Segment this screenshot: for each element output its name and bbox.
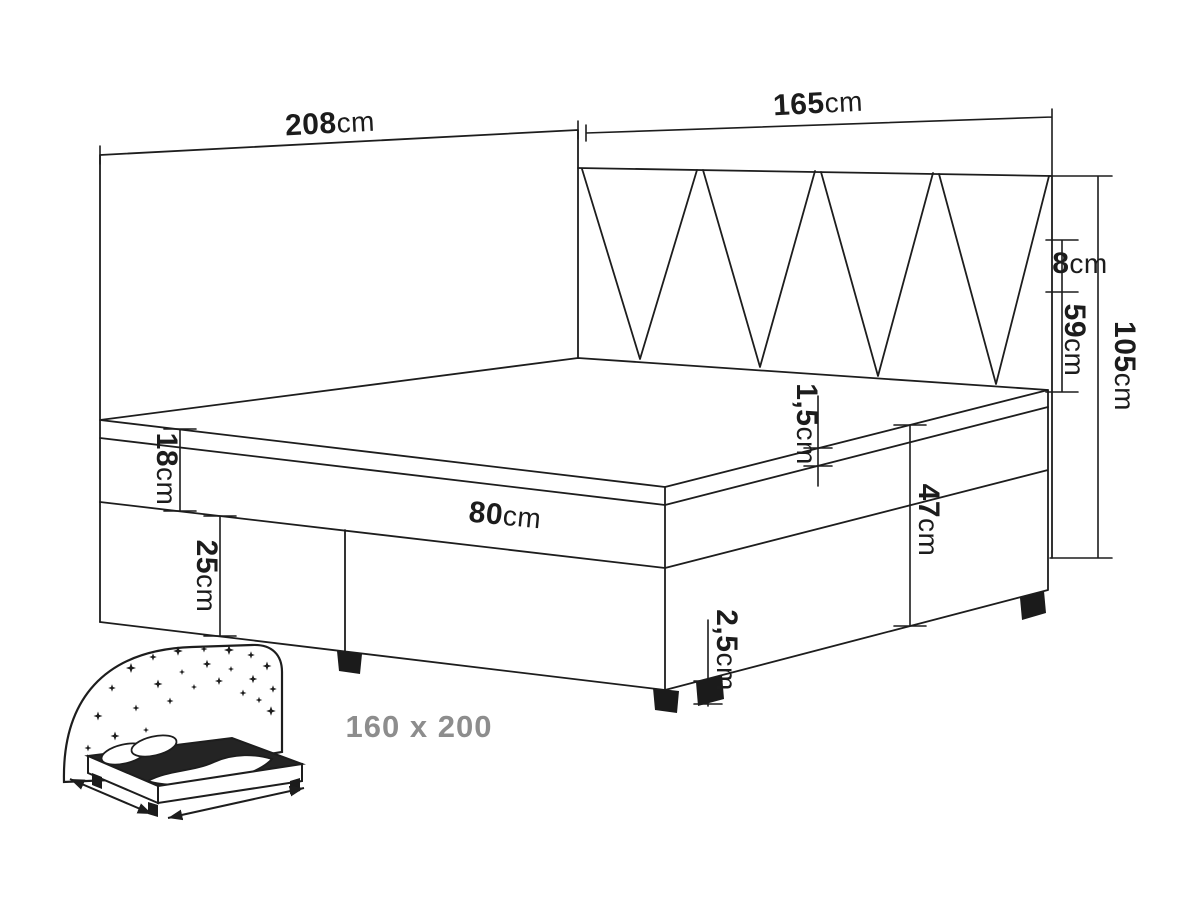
topper-seam [99, 406, 1049, 506]
bed-leg [653, 688, 679, 713]
dim-unit: cm [913, 518, 944, 557]
bed-size-icon [62, 643, 306, 821]
icon-arrow-length [69, 778, 153, 815]
bed-size-caption: 160 x 200 [345, 709, 493, 744]
bed-leg [337, 651, 362, 674]
dim-value: 208 [284, 106, 338, 143]
headboard-triangles [581, 168, 1050, 385]
dim-value: 1,5 [790, 383, 823, 427]
dim-line-105 [1049, 175, 1113, 559]
icon-pillow [130, 734, 178, 758]
dim-label-headboard-above-mattress: 59cm [1057, 304, 1091, 377]
dim-line-1-5 [803, 395, 833, 487]
dim-line-18 [163, 428, 197, 512]
dim-value: 105 [1108, 321, 1141, 373]
dim-line-47 [893, 424, 927, 627]
dim-unit: cm [1069, 248, 1108, 279]
dim-label-leg-clearance: 2,5cm [709, 609, 743, 691]
dim-line-208 [99, 120, 579, 165]
dim-unit: cm [823, 85, 864, 119]
dim-unit: cm [711, 652, 742, 691]
dim-line-25 [203, 515, 237, 637]
dim-line-165 [585, 108, 1053, 177]
dim-unit: cm [151, 467, 182, 506]
dim-value: 2,5 [710, 609, 743, 653]
left-face [99, 486, 666, 691]
dim-unit: cm [191, 574, 222, 613]
dim-value: 25 [190, 539, 223, 575]
dim-value: 18 [150, 432, 183, 468]
bed-leg [1020, 591, 1046, 620]
dim-label-headboard-total-height: 105cm [1107, 321, 1141, 411]
icon-leg [148, 802, 158, 817]
dimension-lines [99, 108, 1113, 707]
dim-label-headboard-top-thickness: 8cm [1052, 247, 1108, 281]
bed-leg [696, 675, 724, 706]
dim-value: 165 [772, 86, 826, 123]
bed-legs [337, 591, 1046, 713]
bed-outline [99, 129, 1053, 691]
dim-unit: cm [1109, 372, 1140, 411]
right-face [664, 389, 1049, 691]
dim-value: 47 [912, 483, 945, 519]
dim-unit: cm [1059, 338, 1090, 377]
dim-unit: cm [501, 499, 543, 535]
dim-label-panel-length: 208cm [284, 105, 376, 144]
dim-unit: cm [791, 426, 822, 465]
dim-label-headboard-width: 165cm [772, 85, 864, 124]
dim-value: 59 [1058, 303, 1091, 339]
dim-label-drawer-box-height: 25cm [189, 540, 223, 613]
dim-value: 80 [467, 495, 505, 532]
dim-unit: cm [335, 105, 376, 139]
mattress-top [99, 357, 1049, 488]
dim-label-topper-height: 1,5cm [789, 383, 823, 465]
dim-label-mattress-height: 18cm [149, 433, 183, 506]
dim-line-8-59 [1045, 239, 1079, 393]
icon-arrow-width [167, 785, 305, 821]
dim-label-side-height: 47cm [911, 484, 945, 557]
dim-value: 8 [1052, 247, 1070, 280]
dim-label-drawer-length: 80cm [467, 496, 543, 537]
left-panel [99, 129, 579, 623]
